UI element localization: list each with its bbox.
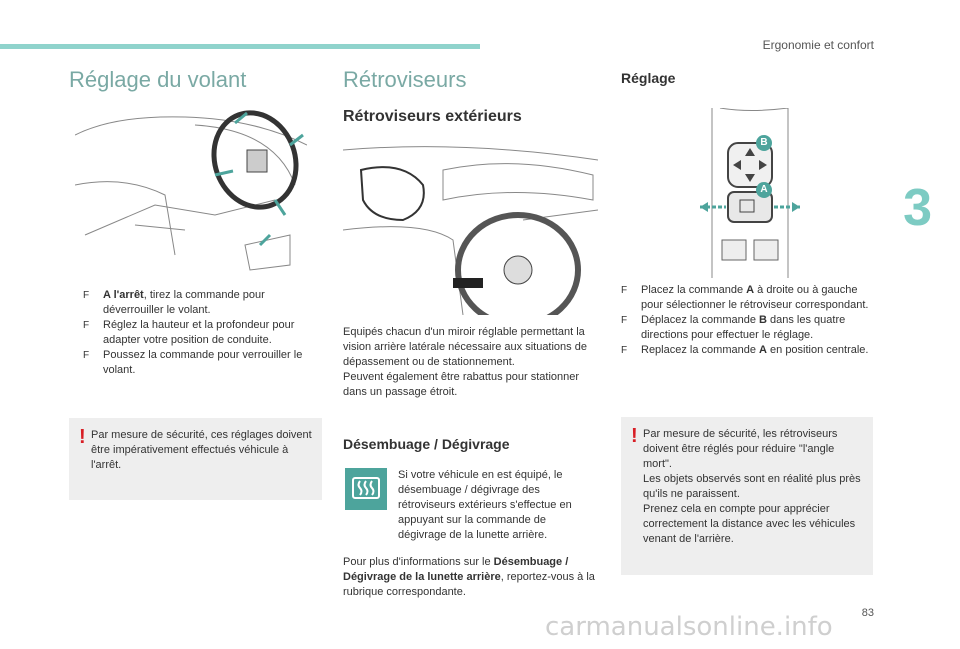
- warning-icon: !: [631, 425, 638, 447]
- mirrors-intro: Equipés chacun d'un miroir réglable perm…: [343, 326, 587, 398]
- top-accent-bar: [0, 44, 480, 49]
- label-a: A: [756, 182, 772, 198]
- mirror-warning-box: ! Par mesure de sécurité, les rétroviseu…: [621, 417, 873, 575]
- steering-title: Réglage du volant: [69, 67, 247, 92]
- exterior-mirrors-subtitle: Rétroviseurs extérieurs: [343, 108, 522, 125]
- chapter-number: 3: [903, 179, 932, 237]
- rear-defrost-icon: [345, 468, 387, 510]
- defog-title: Désembuage / Dégivrage: [343, 436, 510, 452]
- mirror-illustration: [343, 140, 598, 315]
- page-number: 83: [861, 607, 874, 619]
- adjustment-title: Réglage: [621, 70, 676, 86]
- mirrors-title: Rétroviseurs: [343, 67, 467, 92]
- label-b: B: [756, 135, 772, 151]
- section-header: Ergonomie et confort: [762, 38, 874, 52]
- mirror-control-illustration: B A: [700, 108, 800, 278]
- steering-illustration: [75, 105, 307, 275]
- defog-text: Si votre véhicule en est équipé, le dése…: [398, 469, 572, 541]
- watermark: carmanualsonline.info: [545, 612, 833, 642]
- defog-more-info: Pour plus d'informations sur le Désembua…: [343, 556, 595, 598]
- warning-icon: !: [79, 426, 86, 448]
- steering-warning-box: ! Par mesure de sécurité, ces réglages d…: [69, 418, 322, 500]
